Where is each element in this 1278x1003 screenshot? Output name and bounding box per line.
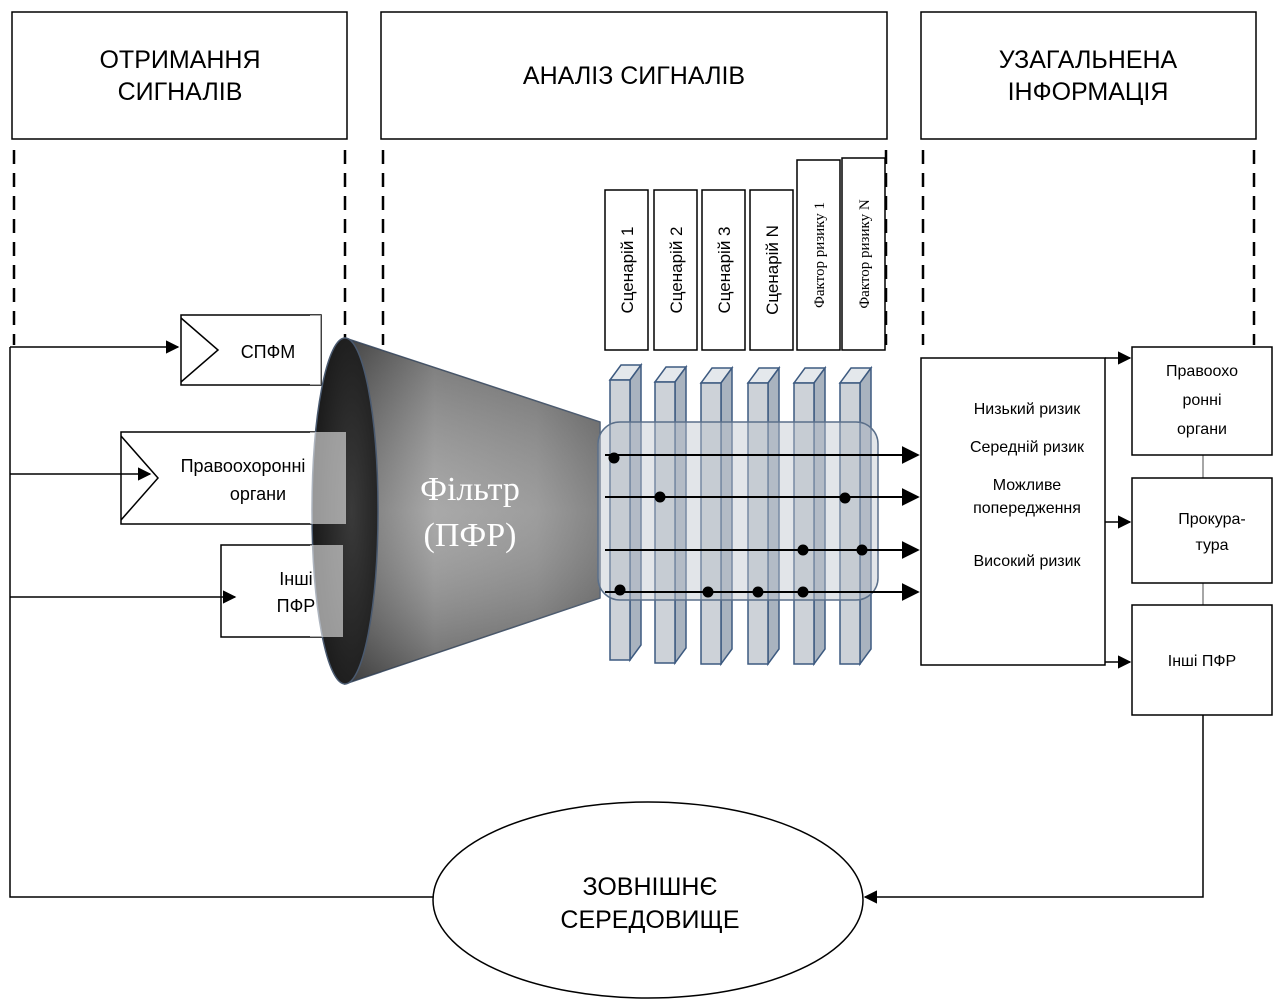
- column-dashes: [12, 150, 1256, 345]
- signal-dots: [608, 452, 868, 598]
- recipient-law-line2: ронні: [1182, 392, 1221, 409]
- scenario-label-n: Сценарій N: [763, 225, 782, 315]
- environment-line2: СЕРЕДОВИЩЕ: [560, 906, 739, 934]
- filter-label-line1: Фільтр: [420, 471, 520, 508]
- recipient-other-fiu: Інші ПФР: [1131, 604, 1273, 716]
- risk-factor-label-n: Фактор ризику N: [857, 199, 873, 309]
- risk-factor-label-1: Фактор ризику 1: [812, 202, 828, 308]
- scenario-label-1: Сценарій 1: [618, 226, 637, 313]
- header-generalized: УЗАГАЛЬНЕНА ІНФОРМАЦІЯ: [920, 11, 1257, 140]
- header-generalized-line2: ІНФОРМАЦІЯ: [1008, 78, 1169, 106]
- recipient-connectors: [1105, 351, 1204, 669]
- recipient-law-enforcement: Правоохо ронні органи: [1131, 346, 1273, 456]
- external-environment: ЗОВНІШНЄ СЕРЕДОВИЩЕ: [432, 801, 864, 999]
- scenario-label-3: Сценарій 3: [715, 226, 734, 313]
- risk-levels-box: Низький ризик Середній ризик Можливе поп…: [920, 357, 1106, 666]
- header-analysis: АНАЛІЗ СИГНАЛІВ: [380, 11, 888, 140]
- risk-low-label: Низький ризик: [974, 401, 1082, 418]
- input-arrows: [10, 340, 237, 604]
- source-law-enforcement-line1: Правоохоронні: [181, 456, 306, 476]
- scenario-label-2: Сценарій 2: [667, 226, 686, 313]
- risk-medium-label: Середній ризик: [970, 439, 1085, 456]
- filter-funnel: Фільтр (ПФР): [310, 315, 601, 686]
- filter-label-line2: (ПФР): [424, 517, 517, 554]
- risk-high-label: Високий ризик: [973, 553, 1081, 570]
- recipient-prosecutor: Прокура- тура: [1131, 477, 1273, 584]
- scenario-labels: Сценарій 1 Сценарій 2 Сценарій 3 Сценарі…: [604, 157, 886, 351]
- recipient-other-fiu-label: Інші ПФР: [1168, 653, 1236, 670]
- signal-container: [597, 421, 879, 601]
- header-receiving-line1: ОТРИМАННЯ: [99, 46, 260, 74]
- recipient-law-line3: органи: [1177, 421, 1227, 438]
- header-receiving-line2: СИГНАЛІВ: [118, 78, 243, 106]
- source-law-enforcement: [120, 431, 347, 525]
- feedback-loop: [9, 347, 1204, 904]
- risk-warning-line1: Можливе: [993, 477, 1062, 494]
- source-law-enforcement-line2: органи: [230, 484, 286, 504]
- environment-line1: ЗОВНІШНЄ: [583, 873, 718, 901]
- header-receiving: ОТРИМАННЯ СИГНАЛІВ: [11, 11, 348, 140]
- source-other-fiu-line2: ПФР: [277, 596, 316, 616]
- recipient-prosecutor-line1: Прокура-: [1178, 511, 1245, 528]
- header-generalized-line1: УЗАГАЛЬНЕНА: [999, 46, 1178, 74]
- source-spfm-label: СПФМ: [241, 342, 296, 362]
- source-other-fiu-line1: Інші: [279, 569, 312, 589]
- recipient-prosecutor-line2: тура: [1195, 537, 1228, 554]
- recipient-law-line1: Правоохо: [1166, 363, 1238, 380]
- risk-warning-line2: попередження: [973, 500, 1081, 517]
- header-analysis-text: АНАЛІЗ СИГНАЛІВ: [523, 62, 745, 90]
- source-spfm: СПФМ: [180, 314, 322, 386]
